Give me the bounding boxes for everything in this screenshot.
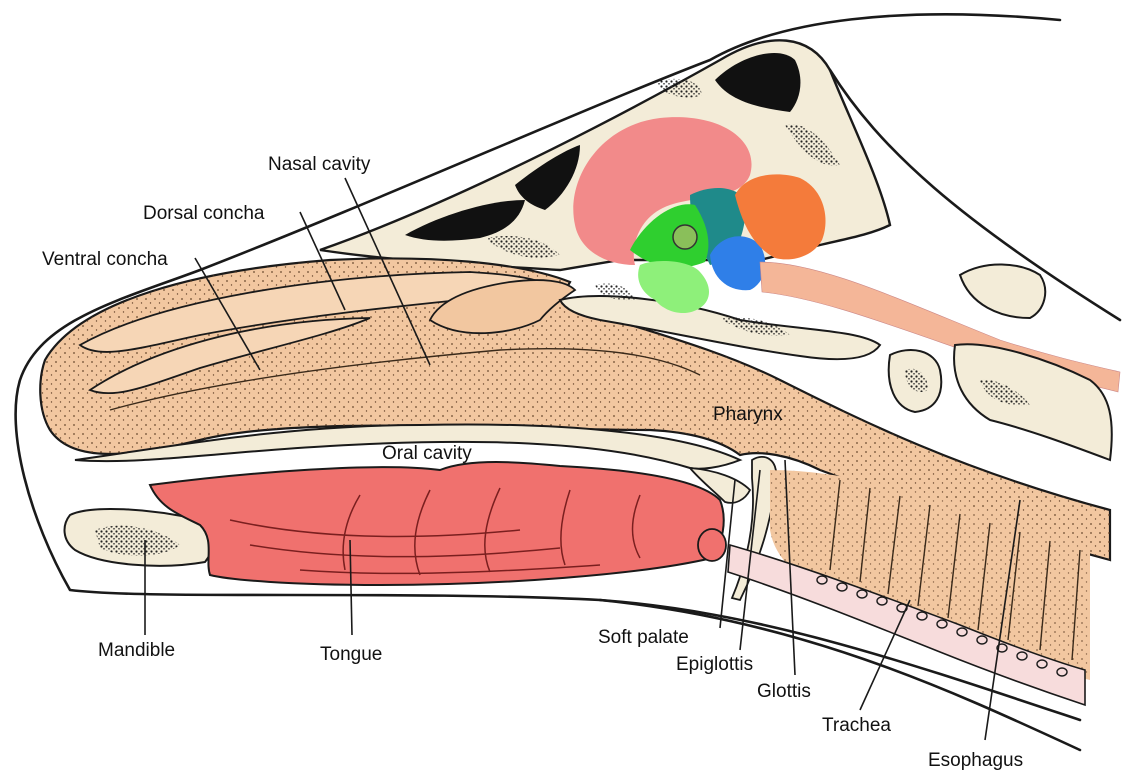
label-pharynx: Pharynx [713, 404, 783, 425]
vertebra-3 [954, 344, 1112, 460]
label-oral-cavity: Oral cavity [382, 443, 472, 464]
label-nasal-cavity: Nasal cavity [268, 154, 371, 175]
label-trachea: Trachea [822, 715, 891, 736]
label-tongue: Tongue [320, 644, 382, 665]
pons [710, 236, 765, 290]
label-ventral-concha: Ventral concha [42, 249, 168, 270]
hyoid [698, 529, 726, 561]
vertebra-1 [960, 264, 1045, 318]
label-epiglottis: Epiglottis [676, 654, 753, 675]
label-glottis: Glottis [757, 681, 811, 702]
thalamus-nucleus [673, 225, 697, 249]
tongue-body [150, 462, 724, 585]
label-soft-palate: Soft palate [598, 627, 689, 648]
label-mandible: Mandible [98, 640, 175, 661]
label-dorsal-concha: Dorsal concha [143, 203, 265, 224]
label-esophagus: Esophagus [928, 750, 1023, 771]
